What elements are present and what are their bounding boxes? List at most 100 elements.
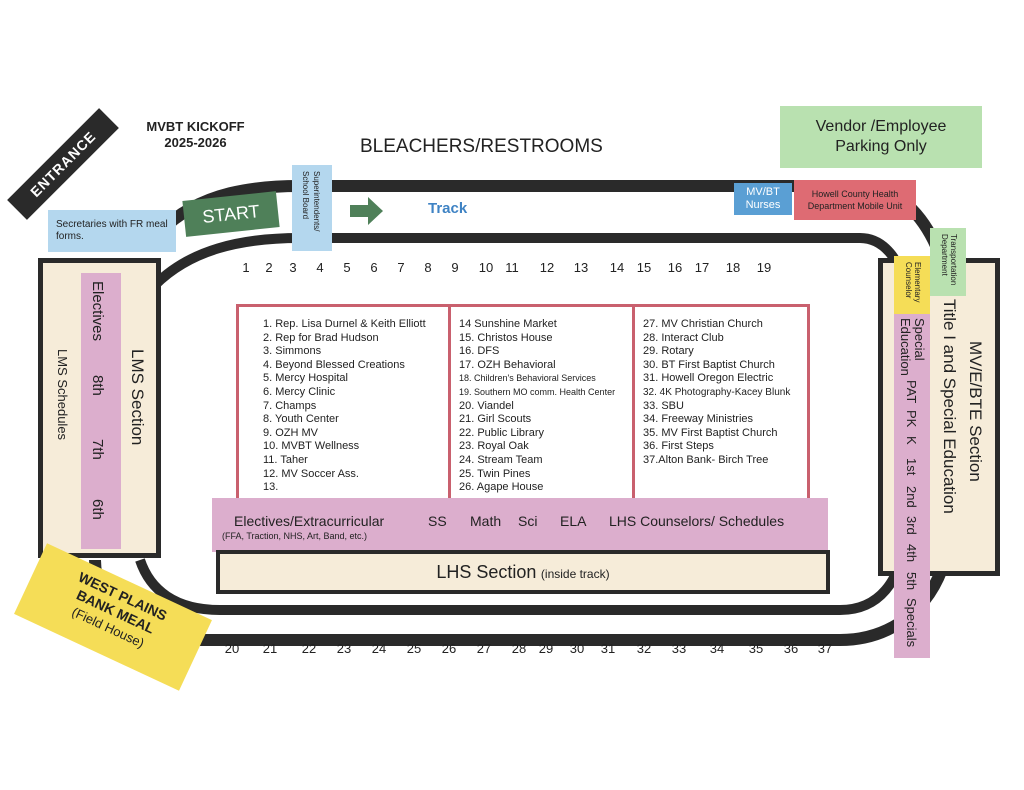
- event-year: 2025-2026: [164, 135, 227, 150]
- slot-number: 1: [242, 260, 250, 275]
- slot-number: 26: [441, 641, 457, 656]
- vendor-item: 31. Howell Oregon Electric: [643, 372, 774, 385]
- vendor-parking-line1: Vendor /Employee: [815, 118, 947, 135]
- nurses-box: MV/BT Nurses: [734, 183, 792, 215]
- mve-grade-5: 5th: [904, 572, 919, 591]
- lms-section-label: LMS Section: [128, 349, 147, 446]
- vendor-item: 37.Alton Bank- Birch Tree: [643, 453, 769, 466]
- vendor-column-1: 1. Rep. Lisa Durnel & Keith Elliott 2. R…: [263, 318, 426, 495]
- mve-title1-label: Title I and Special Education: [940, 299, 959, 514]
- mve-specials: Specials: [904, 598, 919, 648]
- vendor-item: 10. MVBT Wellness: [263, 440, 360, 453]
- sci-label: Sci: [518, 513, 538, 529]
- lhs-section: LHS Section (inside track): [216, 550, 830, 594]
- transportation-box: Transportation Department: [930, 228, 966, 296]
- vendor-item: 6. Mercy Clinic: [263, 385, 336, 398]
- track-label: Track: [428, 200, 468, 217]
- vendor-item: 1. Rep. Lisa Durnel & Keith Elliott: [263, 318, 426, 330]
- health-dept-line1: Howell County Health: [811, 189, 899, 199]
- vendor-item: 35. MV First Baptist Church: [643, 426, 778, 439]
- vendor-item: 7. Champs: [263, 399, 317, 412]
- event-title: MVBT KICKOFF 2025-2026: [143, 119, 248, 151]
- lhs-section-sub: (inside track): [540, 567, 610, 581]
- mve-k: K: [904, 436, 919, 445]
- mve-grade-3: 3rd: [904, 516, 919, 535]
- slot-number: 21: [262, 641, 278, 656]
- ela-label: ELA: [560, 513, 587, 529]
- nurses-line1: MV/BT: [746, 186, 780, 198]
- slot-number: 32: [636, 641, 652, 656]
- vendor-item: 18. Children's Behavioral Services: [459, 373, 596, 384]
- bleachers-label: BLEACHERS/RESTROOMS: [360, 136, 603, 157]
- slot-number: 35: [748, 641, 764, 656]
- mve-grade-4: 4th: [904, 544, 919, 563]
- electives-label: Electives/Extracurricular: [234, 513, 385, 529]
- event-title-text: MVBT KICKOFF: [146, 119, 245, 134]
- lhs-section-label: LHS Section: [436, 562, 537, 582]
- vendor-item: 33. SBU: [643, 399, 684, 412]
- vendor-parking-box: Vendor /Employee Parking Only: [780, 106, 982, 168]
- lms-grade-6: 6th: [89, 499, 106, 520]
- slot-number: 36: [783, 641, 799, 656]
- vendor-item: 19. Southern MO comm. Health Center: [459, 386, 616, 397]
- slot-number: 25: [406, 641, 422, 656]
- electives-bar: Electives/Extracurricular SS Math Sci EL…: [212, 498, 828, 552]
- slot-number: 37: [817, 641, 833, 656]
- superintendents-label: Superintendents/ School Board: [301, 171, 321, 232]
- vendor-item: 22. Public Library: [459, 426, 544, 439]
- vendor-item: 27. MV Christian Church: [643, 318, 763, 330]
- vendor-item: 21. Girl Scouts: [459, 413, 532, 426]
- vendor-divider-2: [632, 307, 635, 499]
- mve-grades-strip: Special Education PAT PK K 1st 2nd 3rd 4…: [894, 314, 930, 658]
- mve-special-ed-label: Special Education: [898, 318, 927, 376]
- superintendents-box: Superintendents/ School Board: [292, 165, 332, 251]
- vendor-item: 9. OZH MV: [263, 426, 319, 439]
- vendor-item: 16. DFS: [459, 345, 500, 358]
- mve-pat: PAT: [904, 380, 919, 404]
- mve-grade-1: 1st: [904, 458, 919, 476]
- vendor-divider-1: [448, 307, 451, 499]
- secretaries-box: Secretaries with FR meal forms.: [48, 210, 176, 252]
- slot-number: 15: [636, 260, 652, 275]
- slot-number: 4: [316, 260, 324, 275]
- vendor-item: 34. Freeway Ministries: [643, 413, 754, 426]
- vendor-parking-line2: Parking Only: [835, 138, 927, 155]
- slot-number: 10: [478, 260, 494, 275]
- lms-grade-7: 7th: [89, 439, 106, 460]
- health-dept-box: Howell County Health Department Mobile U…: [794, 180, 916, 220]
- health-dept-line2: Department Mobile Unit: [807, 201, 903, 211]
- vendor-item: 11. Taher: [263, 453, 308, 466]
- slot-number: 28: [511, 641, 527, 656]
- vendor-item: 3. Simmons: [263, 345, 322, 358]
- vendor-item: 32. 4K Photography-Kacey Blunk: [643, 386, 791, 398]
- vendor-item: 17. OZH Behavioral: [459, 358, 556, 371]
- slot-number: 19: [756, 260, 772, 275]
- vendor-item: 12. MV Soccer Ass.: [263, 467, 359, 480]
- lms-grade-8: 8th: [89, 375, 106, 396]
- start-label: START: [201, 201, 261, 227]
- transportation-label: Transportation Department: [940, 234, 958, 286]
- vendor-item: 8. Youth Center: [263, 413, 339, 426]
- slot-number: 5: [343, 260, 351, 275]
- slot-number: 34: [709, 641, 725, 656]
- slot-number: 17: [694, 260, 710, 275]
- lms-schedules-label: LMS Schedules: [55, 349, 70, 441]
- vendor-item: 28. Interact Club: [643, 331, 724, 344]
- slot-number: 20: [224, 641, 240, 656]
- vendor-list: 1. Rep. Lisa Durnel & Keith Elliott 2. R…: [236, 304, 810, 502]
- slot-number: 2: [265, 260, 273, 275]
- vendor-item: 25. Twin Pines: [459, 467, 531, 480]
- vendor-item: 14 Sunshine Market: [459, 318, 557, 330]
- vendor-item: 24. Stream Team: [459, 453, 543, 466]
- slot-number: 16: [667, 260, 683, 275]
- mve-pk: PK: [904, 410, 919, 428]
- slot-number: 11: [505, 260, 519, 275]
- nurses-line2: Nurses: [745, 199, 781, 211]
- vendor-item: 15. Christos House: [459, 331, 553, 344]
- elem-counselor-label: Elementary Counselor: [904, 262, 922, 303]
- slot-number: 6: [370, 260, 378, 275]
- slot-number: 12: [539, 260, 555, 275]
- vendor-item: 13.: [263, 481, 279, 494]
- mve-grade-2: 2nd: [904, 486, 919, 508]
- vendor-item: 36. First Steps: [643, 440, 714, 453]
